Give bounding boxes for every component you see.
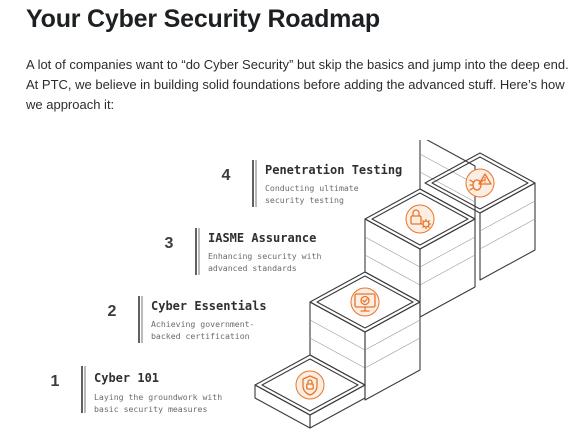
- step-1-title: Cyber 101: [94, 371, 159, 385]
- step-4-label: 4 Penetration Testing Conducting ultimat…: [222, 160, 402, 207]
- step-2-desc-line1: Achieving government-: [151, 319, 255, 329]
- step-3-label: 3 IASME Assurance Enhancing security wit…: [165, 228, 321, 275]
- step-4-desc-line1: Conducting ultimate: [265, 183, 359, 193]
- step-2-desc-line2: backed certification: [151, 331, 250, 341]
- step-1-label: 1 Cyber 101 Laying the groundwork with b…: [51, 366, 222, 414]
- step-4-number: 4: [222, 167, 231, 184]
- stair-riser-3: [419, 140, 476, 220]
- stair-riser-2: [364, 218, 421, 303]
- step-4-title: Penetration Testing: [265, 163, 402, 177]
- shield-lock-icon: [295, 370, 325, 400]
- bug-warning-icon: [465, 168, 495, 198]
- step-1-desc-line2: basic security measures: [94, 404, 207, 414]
- stair-step-4: [424, 152, 536, 281]
- lock-gear-icon: [405, 204, 435, 234]
- step-2-title: Cyber Essentials: [151, 299, 267, 313]
- step-1-number: 1: [51, 373, 60, 390]
- step-1-desc-line1: Laying the groundwork with: [94, 392, 222, 402]
- step-3-number: 3: [165, 235, 174, 252]
- step-3-title: IASME Assurance: [208, 231, 316, 245]
- step-3-desc-line2: advanced standards: [208, 263, 297, 273]
- intro-paragraph: A lot of companies want to “do Cyber Sec…: [26, 57, 569, 112]
- roadmap-diagram: 4 Penetration Testing Conducting ultimat…: [51, 140, 536, 429]
- step-2-label: 2 Cyber Essentials Achieving government-…: [108, 296, 267, 343]
- step-2-number: 2: [108, 303, 117, 320]
- monitor-check-icon: [350, 287, 380, 317]
- page-title: Your Cyber Security Roadmap: [26, 5, 380, 33]
- step-4-desc-line2: security testing: [265, 195, 344, 205]
- step-3-desc-line1: Enhancing security with: [208, 251, 321, 261]
- stair-step-2: [309, 271, 421, 401]
- staircase: [254, 140, 536, 429]
- stair-riser-1: [309, 301, 366, 386]
